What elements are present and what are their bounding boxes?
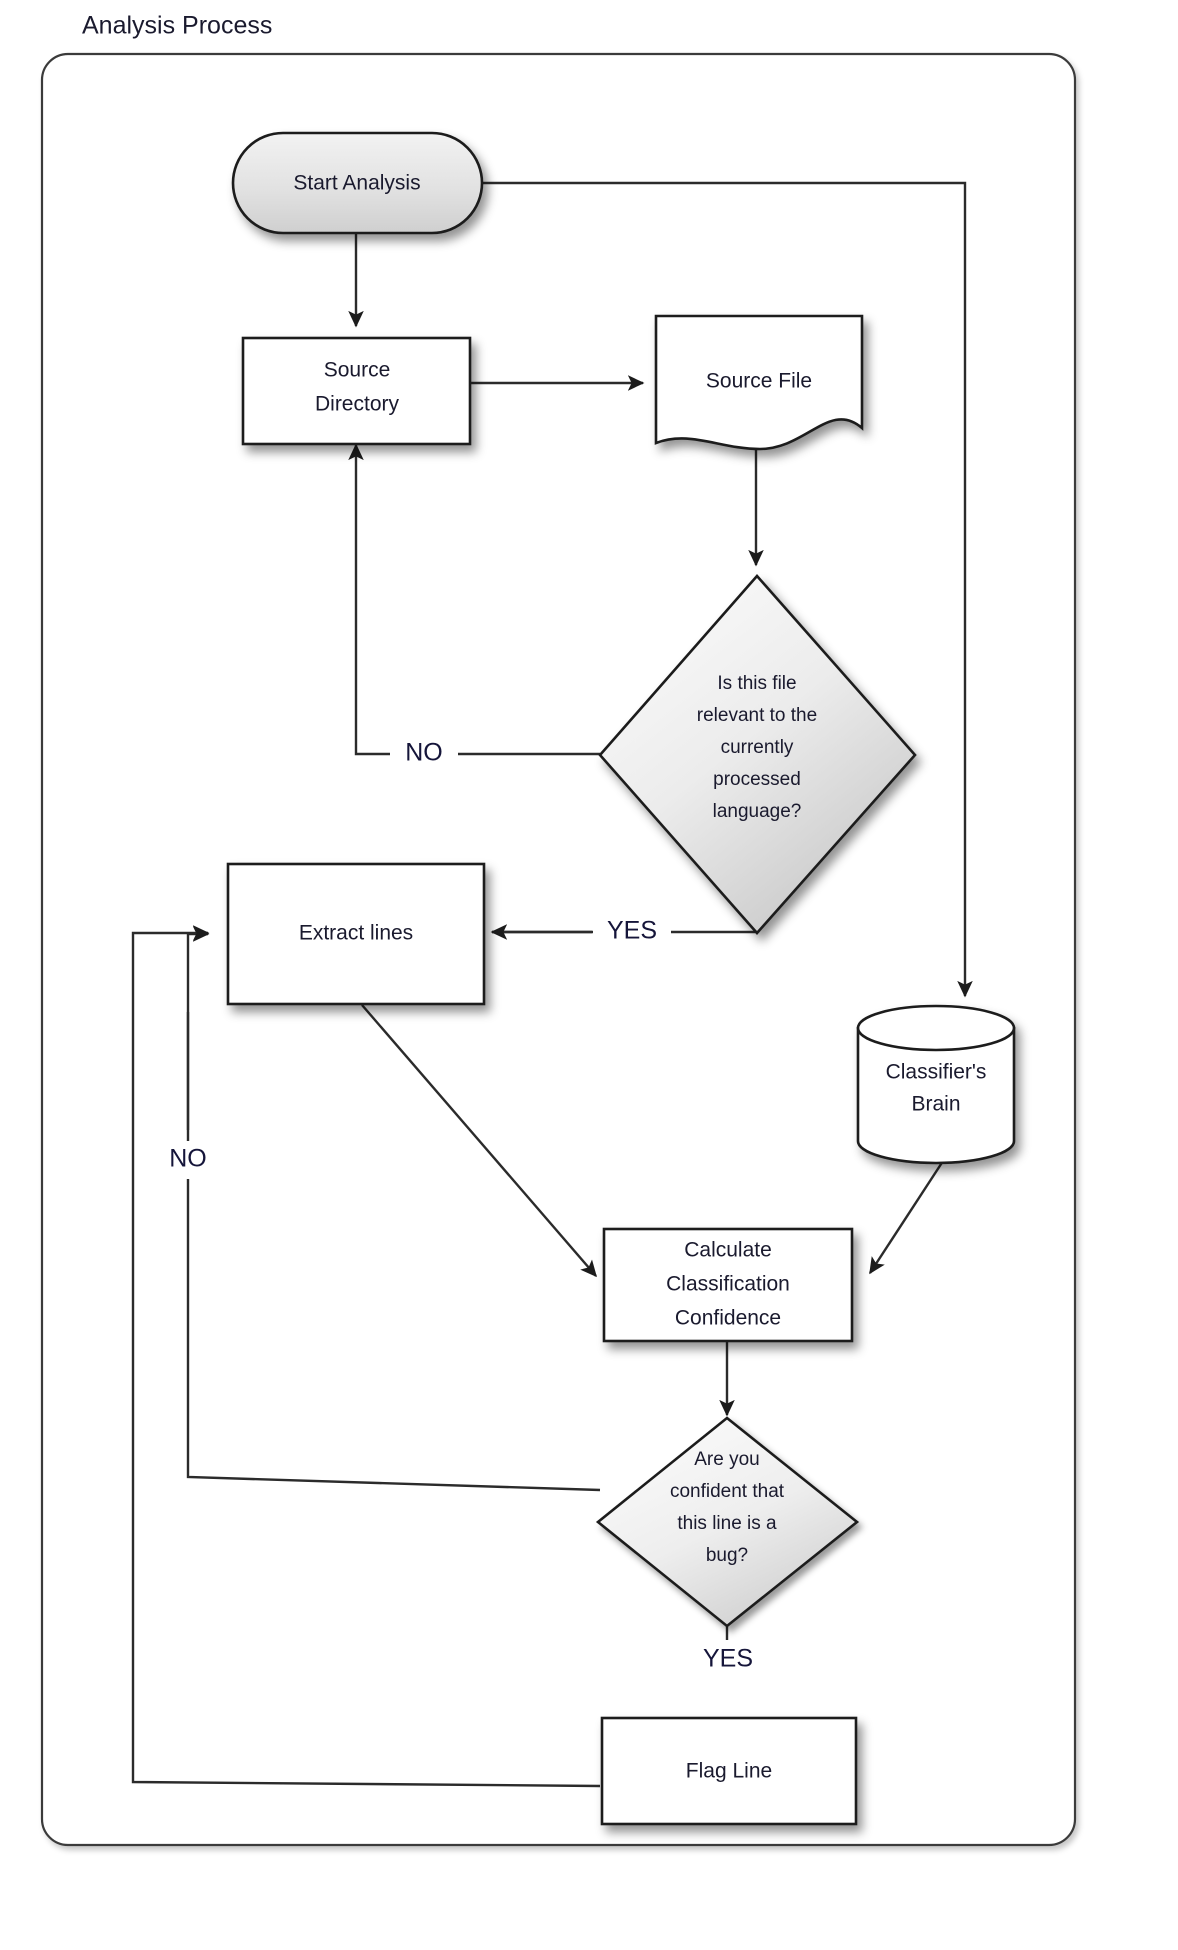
- node-classifiers-brain[interactable]: Classifier's Brain: [856, 1004, 1016, 1165]
- edge-classifiers-brain-to-calculate-confidence: [868, 1157, 947, 1275]
- flag-line-shape: [600, 1716, 858, 1826]
- frame-border: [40, 52, 1077, 1847]
- edge-label-relevance-yes: YES: [607, 917, 657, 945]
- classifiers-brain-label-line1: Classifier's: [886, 1061, 987, 1084]
- classifiers-brain-shape: [856, 1004, 1016, 1165]
- bug-decision-line3: this line is a: [677, 1513, 777, 1534]
- source-directory-label-line1: Source: [324, 359, 391, 382]
- node-start-analysis[interactable]: Start Analysis: [231, 131, 484, 235]
- page-title: Analysis Process: [82, 12, 272, 40]
- bug-yes-label-backdrop: [688, 1640, 768, 1680]
- edge-start-to-classifiers-brain: [482, 181, 973, 998]
- calculate-confidence-line1: Calculate: [684, 1239, 772, 1262]
- node-calculate-confidence[interactable]: Calculate Classification Confidence: [602, 1227, 854, 1343]
- edge-labels-layer: NO YES NO YES: [154, 735, 768, 1680]
- node-source-directory[interactable]: Source Directory: [241, 336, 472, 446]
- node-bug-decision[interactable]: Are you confident that this line is a bu…: [595, 1416, 860, 1628]
- relevance-decision-shape: [598, 574, 917, 935]
- calculate-confidence-line2: Classification: [666, 1273, 790, 1296]
- relevance-no-label-backdrop: [390, 735, 458, 773]
- bug-decision-line2: confident that: [670, 1481, 785, 1502]
- bug-decision-shape: [595, 1416, 860, 1628]
- bug-decision-line1: Are you: [694, 1449, 759, 1470]
- relevance-decision-line2: relevant to the: [697, 705, 817, 726]
- bug-decision-line4: bug?: [706, 1545, 748, 1566]
- edge-relevance-no-to-source-directory: [348, 443, 600, 756]
- edge-extract-lines-to-calculate-confidence: [361, 1004, 597, 1278]
- edge-label-bug-yes: YES: [703, 1645, 753, 1673]
- extract-lines-label: Extract lines: [299, 922, 413, 945]
- start-analysis-shape: [231, 131, 484, 235]
- relevance-decision-line5: language?: [713, 801, 802, 822]
- process-frame: [40, 52, 1077, 1847]
- node-relevance-decision[interactable]: Is this file relevant to the currently p…: [598, 574, 917, 935]
- calculate-confidence-line3: Confidence: [675, 1307, 781, 1330]
- relevance-yes-label-backdrop: [593, 913, 671, 951]
- source-directory-shape: [241, 336, 472, 446]
- relevance-decision-line4: processed: [713, 769, 801, 790]
- bug-no-label-backdrop: [154, 1141, 222, 1179]
- source-directory-label-line2: Directory: [315, 393, 400, 416]
- flag-line-label: Flag Line: [686, 1760, 772, 1783]
- edge-label-bug-no: NO: [169, 1145, 207, 1173]
- node-extract-lines[interactable]: Extract lines: [226, 862, 486, 1006]
- node-flag-line[interactable]: Flag Line: [600, 1716, 858, 1826]
- relevance-decision-line3: currently: [721, 737, 794, 758]
- extract-lines-shape: [226, 862, 486, 1006]
- node-source-file[interactable]: Source File: [654, 314, 864, 451]
- edge-label-relevance-no: NO: [405, 739, 443, 767]
- start-analysis-label: Start Analysis: [293, 172, 420, 195]
- relevance-decision-line1: Is this file: [717, 673, 796, 694]
- classifiers-brain-label-line2: Brain: [911, 1093, 960, 1116]
- calculate-confidence-shape: [602, 1227, 854, 1343]
- edge-flag-line-to-extract-lines: [131, 925, 601, 1788]
- source-file-label: Source File: [706, 370, 812, 393]
- source-file-shape: [654, 314, 864, 451]
